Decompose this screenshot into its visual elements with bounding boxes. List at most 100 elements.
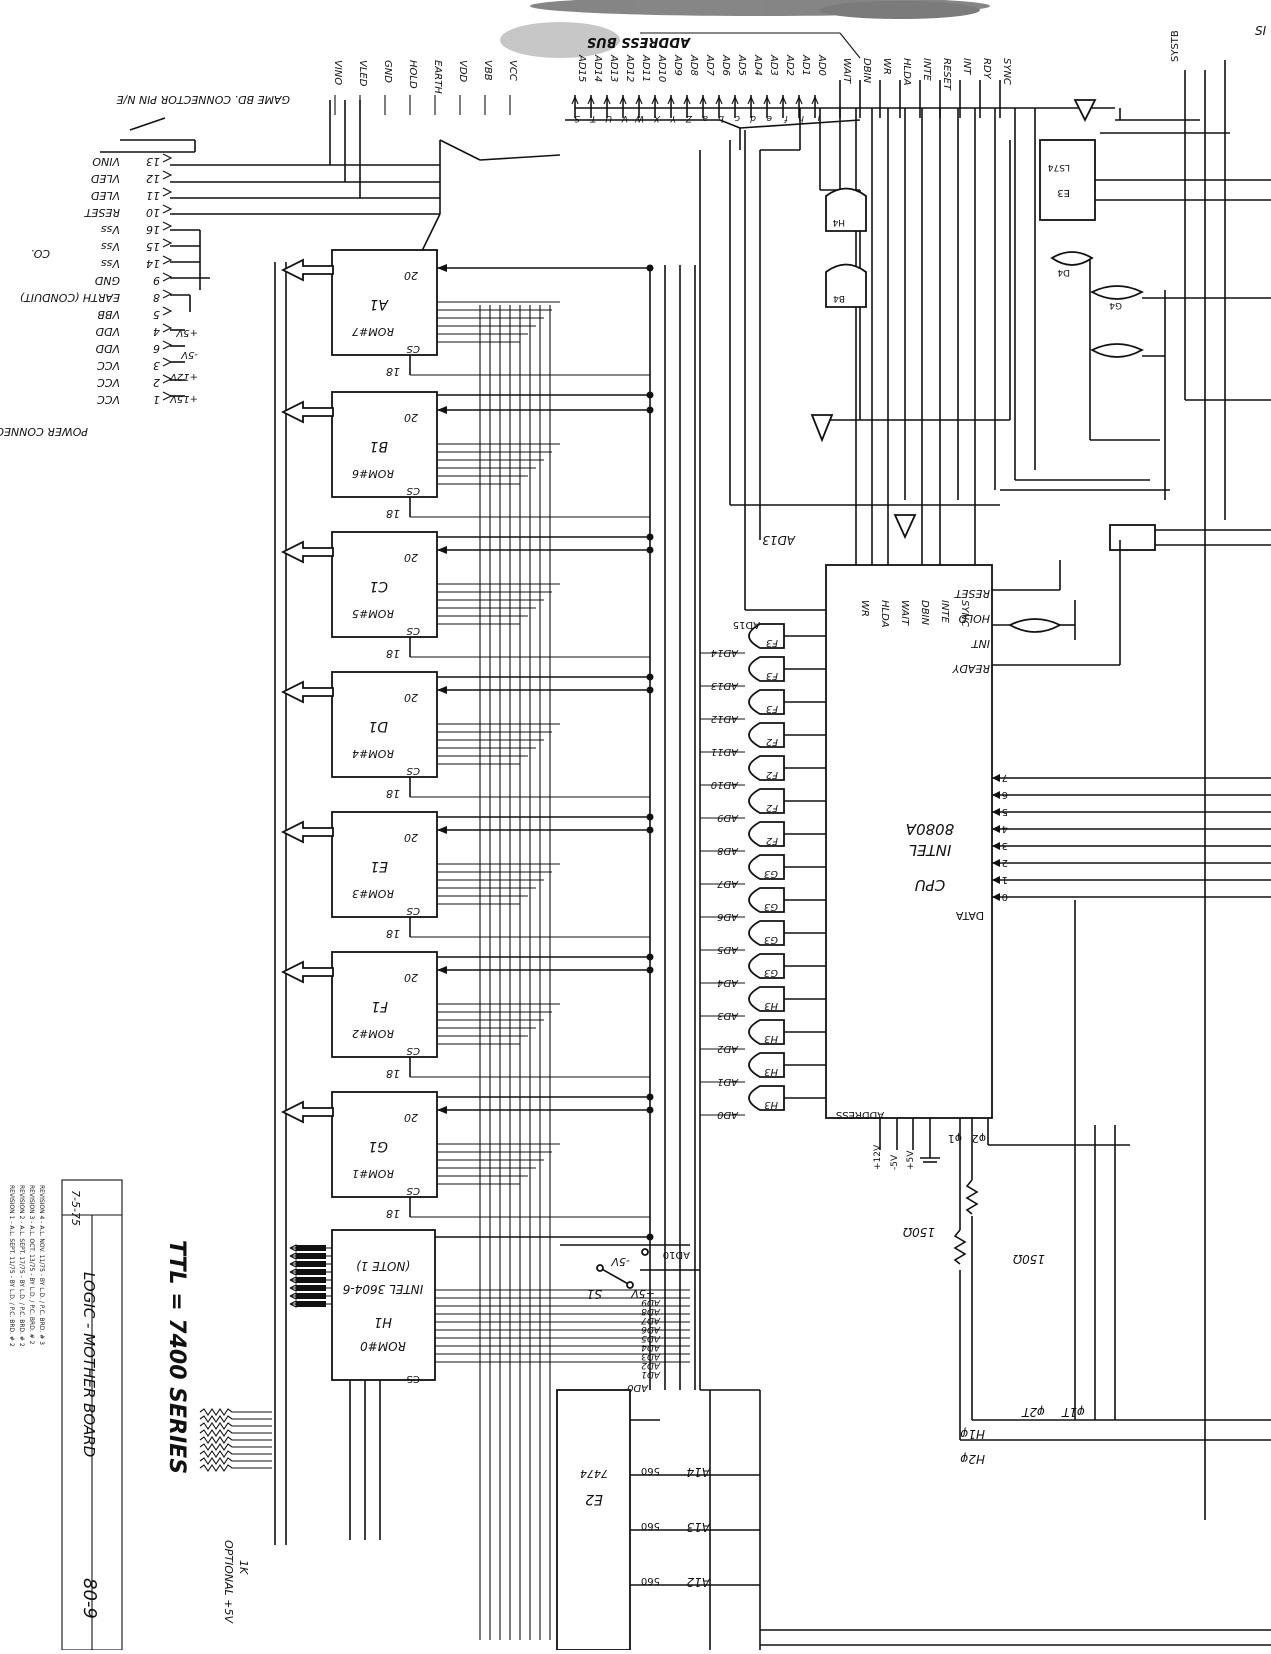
ad10-label: AD10: [663, 1249, 690, 1260]
buffer-ref: F2: [766, 835, 778, 846]
bus-arrow: [651, 95, 659, 105]
buffer-ref: F3: [766, 637, 778, 648]
ad-stack-ad7: AD7: [641, 1315, 661, 1325]
gate-d4: D4: [1057, 267, 1070, 277]
cpu-pin-inte: INTE: [939, 600, 950, 624]
rom-sel-pin: 18: [386, 787, 400, 800]
rom-output-arrow: [280, 680, 334, 704]
bus-pin-a: a: [702, 113, 708, 123]
bus-arrow: [635, 95, 643, 105]
buffer-gate: [748, 689, 785, 715]
rom-body: [331, 531, 438, 638]
rom0-name: ROM#0: [360, 1339, 406, 1353]
bus-pin-i: i: [817, 113, 820, 123]
buffer-ref: F3: [766, 703, 778, 714]
buffer-ref: G3: [764, 934, 778, 945]
drawing-title: LOGIC - MOTHER BOARD: [80, 1272, 98, 1457]
power-pin-num: 4: [153, 325, 160, 338]
rom-body: [331, 1091, 438, 1198]
drawing-date: 7-5-75: [69, 1190, 82, 1226]
power-connector-wires: [100, 100, 561, 397]
power-pin-arrow: [162, 357, 173, 367]
bus-pin-U: U: [605, 113, 612, 123]
buffer-gate: [748, 788, 785, 814]
rom0-pin-label-block: [296, 1253, 326, 1259]
bus-arrow: [795, 95, 803, 105]
buffer-ref: F3: [766, 670, 778, 681]
supply-2: +12V: [169, 371, 198, 382]
power-pin-name: VDD: [96, 325, 120, 338]
power-pin-name: VINO: [92, 155, 120, 168]
bus-pin-d: d: [750, 113, 756, 123]
ad0-stack-label: AD0: [627, 1382, 649, 1393]
power-pin-arrow: [162, 323, 173, 333]
rom-cs-arrow: [437, 546, 447, 554]
control-name-inte: INTE: [921, 58, 932, 82]
supply-3: +15V: [169, 393, 198, 404]
power-pin-arrow: [162, 255, 173, 265]
rom0-pin-label-block: [296, 1269, 326, 1275]
cpu-data-pin-num: 4: [1002, 823, 1008, 834]
buffer-gate: [748, 887, 785, 913]
cpu-pin-ready: READY: [951, 662, 990, 675]
game-pin-vdd: VDD: [457, 60, 468, 83]
cpu-data-arrow: [992, 808, 1000, 816]
rom-cs-arrow: [437, 1106, 447, 1114]
gate-e3-part: LS74: [1048, 162, 1070, 172]
control-name-rdy: RDY: [981, 58, 992, 80]
rom-name: ROM#3: [352, 887, 394, 900]
clock-out-2: A13: [687, 1520, 711, 1534]
co-label: CO.: [31, 247, 50, 260]
phase-1t: φ1T: [1060, 1405, 1085, 1419]
bus-name-AD13: AD13: [608, 54, 619, 82]
bus-name-AD3: AD3: [768, 54, 779, 76]
ad-stack-ad2: AD2: [641, 1360, 661, 1370]
buffer-ref: F2: [766, 736, 778, 747]
rom-body: [331, 671, 438, 778]
cpu-data-pin-num: 7: [1002, 772, 1008, 783]
bus-arrow: [699, 95, 707, 105]
game-pin-hold: HOLD: [407, 60, 418, 89]
cpu-12v: +12V: [873, 1144, 883, 1170]
power-pin-name: Vss: [101, 240, 120, 253]
rom-ref: D1: [368, 718, 388, 734]
rom-name: ROM#5: [352, 607, 394, 620]
rom0-part: INTEL 3604-6: [342, 1282, 423, 1296]
rom-cs: CS: [406, 343, 420, 354]
ad-stack-ad4: AD4: [641, 1342, 661, 1352]
revision-2: REVISION 2 - A.L. SEPT. 17/75 - BY L.D. …: [18, 1185, 25, 1347]
resistor-network: [199, 1408, 272, 1472]
power-pin-arrow: [162, 340, 173, 350]
power-pin-num: 6: [153, 342, 160, 355]
rom0-cs: CS: [407, 1373, 420, 1384]
rom-name: ROM#4: [352, 747, 394, 760]
cpu-pin-hold: HOLD: [958, 612, 990, 625]
cpu-data-pin-num: 6: [1002, 789, 1008, 800]
right-systb: SYSTB: [1170, 30, 1181, 62]
power-pin-num: 9: [153, 274, 160, 287]
cpu-data-arrow: [992, 774, 1000, 782]
power-pin-num: 1: [153, 393, 160, 406]
clock-ic-part: 7474: [580, 1467, 608, 1480]
rom-out-pin: 20: [404, 269, 418, 282]
power-pin-name: VCC: [97, 393, 120, 406]
rom-sel-pin: 18: [386, 1067, 400, 1080]
rom-cs-arrow: [437, 264, 447, 272]
rom0-pin-label-block: [296, 1277, 326, 1283]
power-pin-arrow: [162, 374, 173, 384]
power-pin-num: 10: [146, 206, 160, 219]
gate-b4: B4: [833, 293, 845, 303]
ad-stack-ad3: AD3: [641, 1351, 661, 1361]
power-pin-name: VBB: [97, 308, 120, 321]
game-connector-title: GAME BD. CONNECTOR PIN N/E: [117, 93, 290, 106]
switch-section: S1 -5V +5V AD10: [560, 1244, 700, 1301]
